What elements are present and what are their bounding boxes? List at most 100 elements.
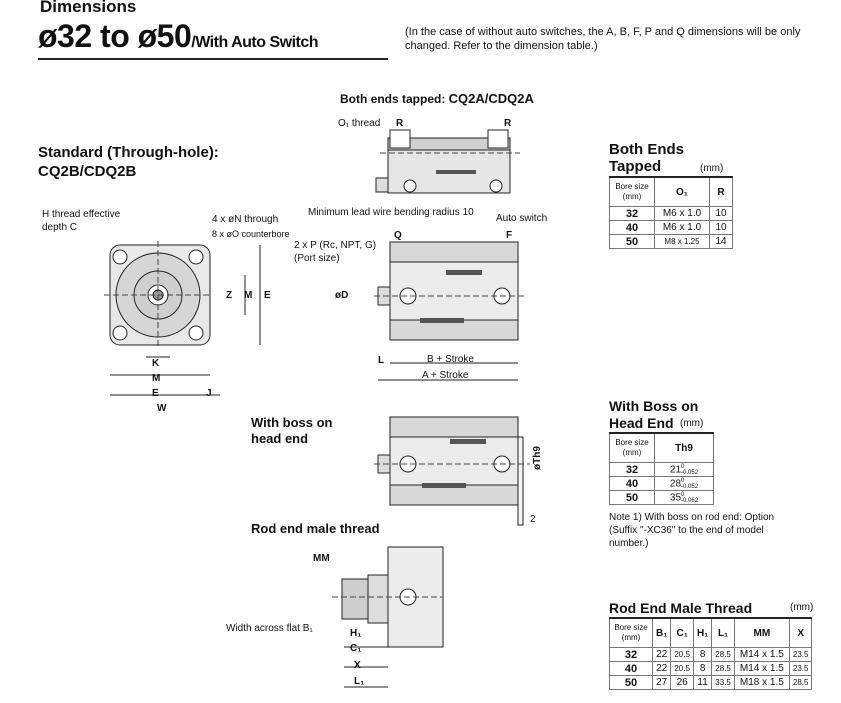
table-row: 32 M6 x 1.0 10 bbox=[609, 206, 733, 221]
rod-table-unit: (mm) bbox=[790, 602, 814, 613]
dim-w: W bbox=[157, 403, 167, 414]
th9-upper: 0 bbox=[681, 491, 685, 498]
th9-upper: 0 bbox=[681, 463, 685, 470]
header-note: (In the case of without auto switches, t… bbox=[405, 26, 801, 52]
r-label-right: R bbox=[504, 118, 512, 129]
table-cell: M14 x 1.5 bbox=[733, 661, 790, 676]
table-cell: 22 bbox=[651, 647, 672, 662]
table-row: 40 22 20.5 8 28.5 M14 x 1.5 23.5 bbox=[609, 661, 813, 676]
table-header: Th9 bbox=[654, 432, 714, 463]
r-label-left: R bbox=[396, 118, 404, 129]
table-cell: 23.5 bbox=[788, 661, 813, 676]
th9-value: 21 bbox=[669, 464, 682, 476]
table-header: L₁ bbox=[711, 617, 735, 648]
table-header: Bore size (mm) bbox=[609, 176, 655, 207]
table-cell: M6 x 1.0 bbox=[654, 220, 710, 235]
dim-l1: L₁ bbox=[354, 676, 365, 687]
table-cell: 20.5 bbox=[670, 661, 694, 676]
dim-f: F bbox=[506, 230, 513, 241]
table-header: B₁ bbox=[651, 617, 672, 648]
table-header: Bore size (mm) bbox=[609, 617, 653, 648]
table-cell: M14 x 1.5 bbox=[733, 647, 790, 662]
table-cell: 8 bbox=[692, 661, 713, 676]
boss-view-drawing bbox=[374, 416, 530, 526]
dim-m-vert: M bbox=[244, 290, 253, 301]
both-ends-model: CQ2A/CDQ2A bbox=[448, 91, 534, 106]
dim-th9: øTh9 bbox=[532, 446, 543, 470]
table-cell: 20.5 bbox=[670, 647, 694, 662]
both-ends-title-prefix: Both ends tapped: bbox=[340, 92, 449, 106]
table-cell: 23.5 bbox=[788, 647, 813, 662]
o1-thread-label: O₁ thread bbox=[338, 118, 381, 129]
boss-title: With boss on head end bbox=[251, 415, 333, 446]
dim-h1: H₁ bbox=[350, 628, 362, 639]
width-flat-label: Width across flat B₁ bbox=[226, 623, 313, 634]
min-lead-label: Minimum lead wire bending radius 10 bbox=[308, 207, 474, 218]
table-cell: 50 bbox=[609, 490, 655, 505]
table-cell: 22 bbox=[651, 661, 672, 676]
th9-upper: 0 bbox=[681, 477, 685, 484]
both-ends-table-unit: (mm) bbox=[700, 163, 724, 174]
section-title: Dimensions bbox=[40, 0, 137, 16]
standard-title: Standard (Through-hole): bbox=[38, 144, 219, 161]
table-cell: 28.5 bbox=[788, 675, 813, 690]
both-ends-title: Both ends tapped: CQ2A/CDQ2A bbox=[340, 91, 534, 107]
table-cell: 50 bbox=[609, 234, 655, 249]
rod-title: Rod end male thread bbox=[251, 521, 380, 536]
table-cell: 50 bbox=[609, 675, 653, 690]
dim-od: øD bbox=[335, 290, 349, 301]
port-label: 2 x P (Rc, NPT, G) bbox=[294, 240, 377, 251]
n-through-label: 4 x øN through bbox=[212, 214, 279, 225]
both-ends-drawing bbox=[375, 129, 520, 194]
table-row: 40 M6 x 1.0 10 bbox=[609, 220, 733, 235]
table-header: Bore size (mm) bbox=[609, 432, 655, 463]
dim-m: M bbox=[152, 373, 161, 384]
table-header: R bbox=[709, 176, 733, 207]
boss-table-unit: (mm) bbox=[680, 418, 704, 429]
dim-z: Z bbox=[226, 290, 233, 301]
table-cell: 10 bbox=[709, 206, 733, 221]
page-title: ø32 to ø50/With Auto Switch bbox=[38, 18, 319, 55]
th9-lower: -0.052 bbox=[681, 483, 699, 490]
table-row: 50 M8 x 1.25 14 bbox=[609, 234, 733, 249]
table-cell: 26 bbox=[670, 675, 694, 690]
o-counterbore-label: 8 x øO counterbore bbox=[212, 229, 290, 239]
table-header: C₁ bbox=[670, 617, 694, 648]
title-rule bbox=[38, 58, 388, 60]
dim-b-stroke: B + Stroke bbox=[427, 354, 474, 365]
standard-model: CQ2B/CDQ2B bbox=[38, 163, 137, 180]
both-ends-table-title: Both Ends Tapped bbox=[609, 141, 684, 175]
table-header: H₁ bbox=[692, 617, 713, 648]
h-thread-label: H thread effective depth C bbox=[42, 209, 121, 233]
table-cell: 32 bbox=[609, 206, 655, 221]
table-cell: 33.5 bbox=[711, 675, 735, 690]
page-subtitle: /With Auto Switch bbox=[191, 34, 319, 51]
table-cell: 28.5 bbox=[711, 661, 735, 676]
table-cell: 32 bbox=[609, 647, 653, 662]
table-cell: 10 bbox=[709, 220, 733, 235]
rod-table: Bore size (mm) B₁ C₁ H₁ L₁ MM X 32 22 20… bbox=[609, 617, 813, 690]
table-cell: M6 x 1.0 bbox=[654, 206, 710, 221]
dim-e-vert: E bbox=[264, 290, 271, 301]
front-view-drawing bbox=[104, 241, 261, 396]
dim-l: L bbox=[378, 355, 385, 366]
table-cell: 28.5 bbox=[711, 647, 735, 662]
dim-e: E bbox=[152, 388, 159, 399]
table-cell: 40 bbox=[609, 476, 655, 491]
dim-mm: MM bbox=[313, 553, 330, 564]
dim-a-stroke: A + Stroke bbox=[422, 370, 469, 381]
both-ends-table: Bore size (mm) O₁ R 32 M6 x 1.0 10 40 M6… bbox=[609, 176, 733, 249]
boss-table-title: With Boss on Head End bbox=[609, 398, 699, 431]
dim-x: X bbox=[354, 660, 361, 671]
th9-value: 28 bbox=[669, 478, 682, 490]
table-cell: 11 bbox=[692, 675, 713, 690]
port-size-label: (Port size) bbox=[294, 253, 340, 264]
table-cell: M18 x 1.5 bbox=[733, 675, 790, 690]
boss-note: Note 1) With boss on rod end: Option (Su… bbox=[609, 512, 775, 549]
table-cell: 14 bbox=[709, 234, 733, 249]
table-row: 50 27 26 11 33.5 M18 x 1.5 28.5 bbox=[609, 675, 813, 690]
